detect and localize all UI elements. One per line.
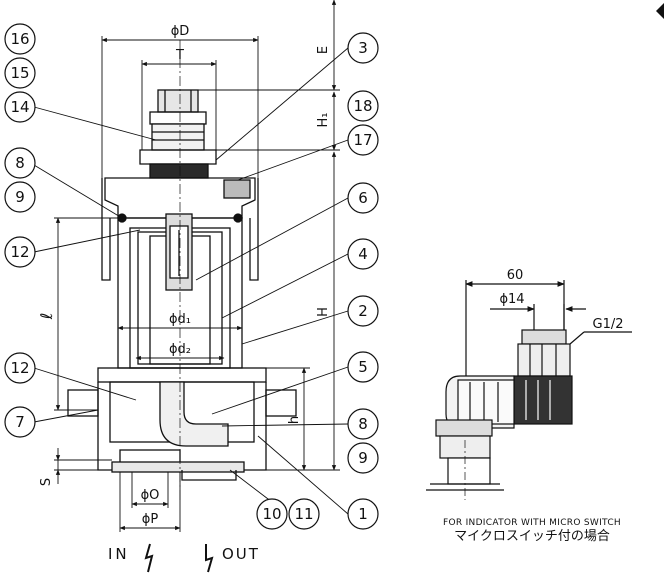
callout-5: 5	[347, 351, 379, 383]
callout-16: 16	[4, 23, 36, 55]
label-phi-d2: ϕd₂	[169, 342, 191, 357]
label-H: H	[316, 307, 331, 317]
label-E: E	[316, 46, 331, 54]
dimension-lines	[54, 0, 340, 532]
micro-switch-detail: 60 ϕ14 G1/2 FOR INDICATOR WITH MICRO SWI…	[426, 268, 632, 544]
svg-text:2: 2	[358, 302, 368, 320]
callout-12-lower: 12	[4, 352, 36, 384]
caption-jp: マイクロスイッチ付の場合	[454, 529, 610, 544]
callout-7: 7	[4, 406, 36, 438]
svg-text:1: 1	[358, 505, 368, 523]
caption-en: FOR INDICATOR WITH MICRO SWITCH	[443, 518, 621, 528]
svg-text:3: 3	[358, 39, 368, 57]
callout-18: 18	[347, 90, 379, 122]
flow-out-arrow	[205, 544, 214, 573]
callout-9-top: 9	[4, 181, 36, 213]
flow-in-label: IN	[108, 545, 130, 563]
svg-text:14: 14	[10, 98, 29, 116]
label-S: S	[39, 478, 54, 486]
svg-text:16: 16	[10, 30, 29, 48]
callout-circles: 16 15 14 8 9 12 12 7 3 18 17 6 4 2 5 8 9…	[4, 23, 379, 530]
svg-text:9: 9	[15, 188, 25, 206]
callout-3: 3	[347, 32, 379, 64]
label-h: h	[287, 416, 302, 424]
label-T: T	[175, 48, 184, 63]
label-phi-O: ϕO	[141, 488, 160, 503]
corner-diamond-marker	[656, 3, 664, 19]
svg-text:15: 15	[10, 64, 29, 82]
label-l: ℓ	[37, 313, 56, 321]
callout-12-upper: 12	[4, 236, 36, 268]
label-H1: H₁	[316, 113, 331, 128]
callout-17: 17	[347, 124, 379, 156]
callout-6: 6	[347, 182, 379, 214]
label-phi-D: ϕD	[171, 24, 190, 39]
callout-2: 2	[347, 295, 379, 327]
label-phi-d1: ϕd₁	[169, 312, 191, 327]
callout-8-bottom: 8	[347, 408, 379, 440]
callout-1: 1	[347, 498, 379, 530]
svg-text:17: 17	[353, 131, 372, 149]
svg-text:8: 8	[358, 415, 368, 433]
label-phi-P: ϕP	[142, 512, 159, 527]
flow-markers: IN OUT	[108, 543, 260, 573]
svg-text:8: 8	[15, 154, 25, 172]
svg-text:5: 5	[358, 358, 368, 376]
svg-text:6: 6	[358, 189, 368, 207]
leader-lines	[33, 47, 349, 515]
svg-text:9: 9	[358, 449, 368, 467]
filter-body	[67, 40, 297, 500]
callout-15: 15	[4, 57, 36, 89]
flow-in-arrow	[144, 543, 154, 573]
svg-text:10: 10	[262, 505, 281, 523]
callout-4: 4	[347, 238, 379, 270]
dimension-labels: ϕD T E H₁ H ℓ ϕd₁ ϕd₂ h S ϕO ϕP	[37, 24, 331, 527]
svg-text:7: 7	[15, 413, 25, 431]
callout-11: 11	[288, 498, 320, 530]
svg-text:12: 12	[10, 243, 29, 261]
dim-60-label: 60	[507, 268, 524, 283]
callout-8-top: 8	[4, 147, 36, 179]
thread-label: G1/2	[593, 317, 624, 332]
svg-text:11: 11	[294, 505, 313, 523]
dim-phi14-label: ϕ14	[499, 292, 524, 307]
svg-text:12: 12	[10, 359, 29, 377]
svg-text:4: 4	[358, 245, 368, 263]
callout-10: 10	[256, 498, 288, 530]
callout-14: 14	[4, 91, 36, 123]
callout-9-bottom: 9	[347, 442, 379, 474]
flow-out-label: OUT	[222, 545, 260, 563]
svg-text:18: 18	[353, 97, 372, 115]
